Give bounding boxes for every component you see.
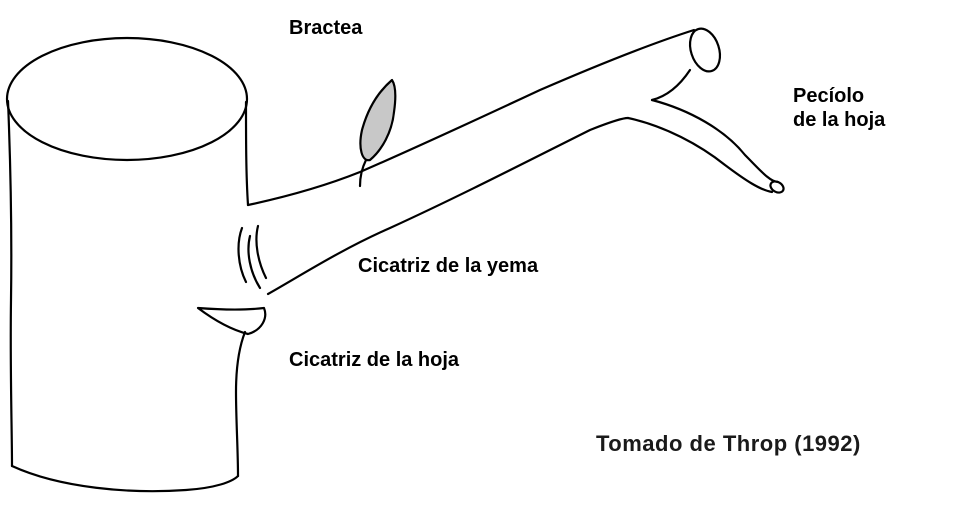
trunk-right-edge-lower bbox=[236, 332, 245, 476]
bract-stalk bbox=[360, 160, 366, 186]
leaf-scar bbox=[198, 308, 265, 334]
petiole-junction bbox=[652, 70, 690, 100]
bract bbox=[360, 80, 395, 160]
label-peciolo-line2: de la hoja bbox=[793, 108, 885, 132]
trunk-right-edge-upper bbox=[246, 102, 248, 205]
bud-scar bbox=[239, 226, 266, 288]
trunk-bottom-edge bbox=[12, 466, 238, 491]
trunk-top-ellipse bbox=[7, 38, 247, 160]
petiole-lower-edge bbox=[628, 118, 772, 192]
label-cicatriz-yema: Cicatriz de la yema bbox=[358, 254, 538, 278]
label-bractea: Bractea bbox=[289, 16, 362, 40]
label-peciolo: Pecíolo de la hoja bbox=[793, 84, 885, 132]
trunk-left-edge bbox=[8, 101, 12, 466]
source-credit: Tomado de Throp (1992) bbox=[596, 432, 861, 456]
label-peciolo-line1: Pecíolo bbox=[793, 84, 885, 108]
branch-tip bbox=[685, 25, 725, 75]
petiole-upper-edge bbox=[652, 100, 778, 182]
label-cicatriz-hoja: Cicatriz de la hoja bbox=[289, 348, 459, 372]
